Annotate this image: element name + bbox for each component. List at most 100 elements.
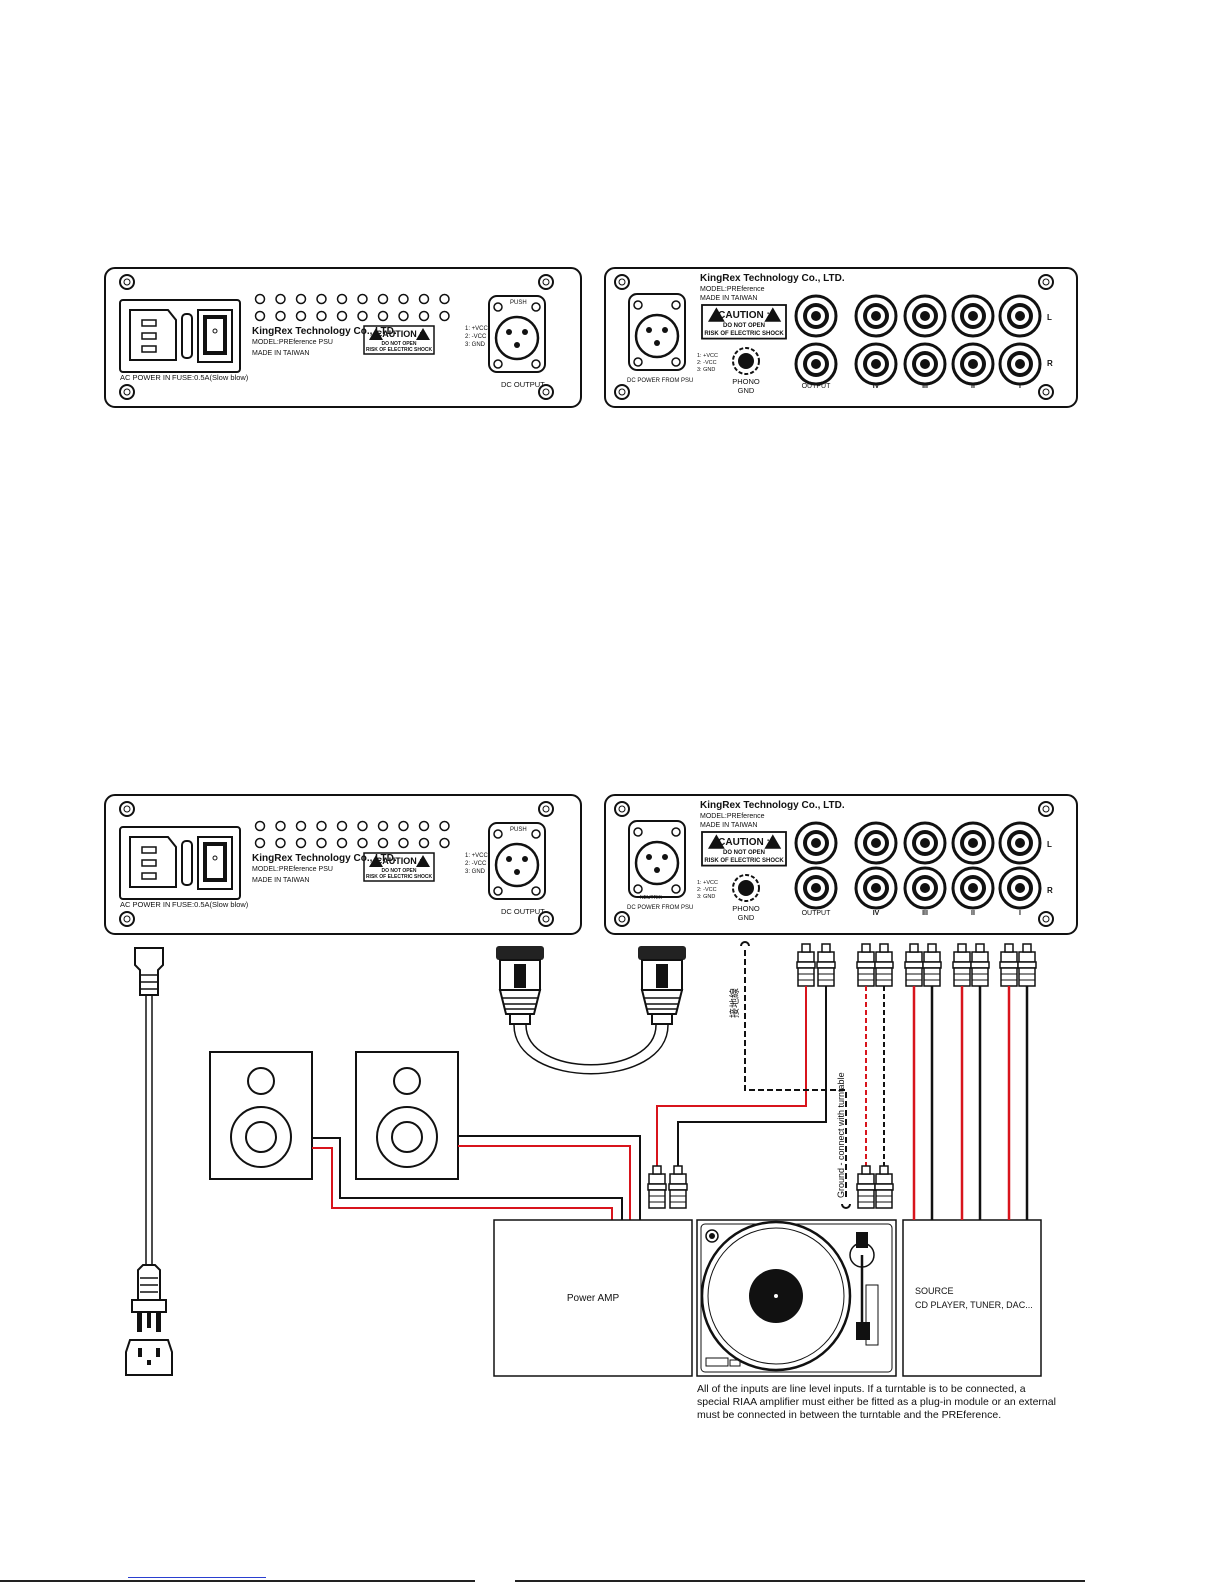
vent-hole	[316, 837, 327, 849]
rca-output-jack	[794, 821, 838, 865]
phono-gnd-terminal	[732, 347, 760, 375]
vent-holes	[254, 293, 450, 322]
panel-screw	[614, 801, 1054, 927]
vent-hole	[316, 310, 327, 322]
wall-outlet	[125, 1339, 173, 1376]
source-label: SOURCE	[915, 1286, 954, 1296]
model-label: MODEL:PREference	[700, 286, 765, 293]
vent-hole	[254, 310, 266, 322]
preamp-rear-panel-bottom: NEUTRIK 1: +VCC 2: -VCC 3: GND DC POWER …	[604, 794, 1078, 935]
input-label: II	[971, 383, 975, 390]
source-devices-label: CD PLAYER, TUNER, DAC...	[915, 1300, 1033, 1310]
phono-gnd-terminal	[732, 874, 760, 902]
xlr-dc-output-socket	[487, 821, 547, 901]
panel-screw	[614, 274, 1054, 400]
caution-badge: CAUTION : DO NOT OPEN RISK OF ELECTRIC S…	[363, 325, 435, 355]
vent-hole	[254, 837, 266, 849]
xlr-push-label: PUSH	[510, 827, 527, 833]
input-label: III	[922, 383, 928, 390]
rca-input-jack	[854, 821, 898, 865]
panel-screw	[119, 274, 554, 400]
vent-hole	[295, 293, 307, 305]
vent-hole	[398, 820, 409, 832]
made-in-label: MADE IN TAIWAN	[700, 822, 757, 829]
turntable-box	[696, 1219, 897, 1377]
vent-hole	[275, 820, 286, 832]
speaker-right	[355, 1051, 459, 1180]
vent-hole	[398, 293, 409, 305]
made-in-label: MADE IN TAIWAN	[252, 877, 309, 884]
pin-legend: 2: -VCC	[697, 360, 717, 366]
xlr-dc-cable	[495, 945, 687, 1075]
vent-hole	[398, 837, 409, 849]
brand-label: KingRex Technology Co., LTD.	[700, 273, 845, 284]
svg-text:DO NOT OPEN: DO NOT OPEN	[723, 323, 765, 329]
vent-hole	[418, 293, 430, 305]
vent-hole	[295, 820, 307, 832]
vent-hole	[418, 310, 430, 322]
xlr-push-label: PUSH	[510, 300, 527, 306]
brand-label: KingRex Technology Co., LTD.	[700, 800, 845, 811]
mains-power-cable	[131, 947, 167, 1332]
vent-hole	[336, 310, 348, 322]
dc-power-label: DC POWER FROM PSU	[627, 378, 693, 384]
fuse-label: FUSE:0.5A(Slow blow)	[172, 373, 249, 382]
svg-text:RISK OF ELECTRIC SHOCK: RISK OF ELECTRIC SHOCK	[704, 331, 784, 337]
channel-right-label: R	[1047, 886, 1053, 895]
channel-left-label: L	[1047, 313, 1052, 322]
vent-hole	[398, 310, 409, 322]
vent-hole	[336, 293, 348, 305]
rca-input-jack	[903, 342, 947, 386]
vent-hole	[295, 837, 307, 849]
rca-input-jack	[998, 821, 1042, 865]
channel-left-label: L	[1047, 840, 1052, 849]
preamp-rear-panel-top: 1: +VCC 2: -VCC 3: GND DC POWER FROM PSU…	[604, 267, 1078, 408]
footer-rule	[515, 1580, 1085, 1582]
vent-hole	[439, 820, 450, 832]
panel-screw	[119, 801, 554, 927]
xlr-dc-output-socket	[487, 294, 547, 374]
vent-hole	[357, 820, 368, 832]
vent-hole	[377, 310, 389, 322]
svg-text:RISK OF ELECTRIC SHOCK: RISK OF ELECTRIC SHOCK	[366, 347, 433, 353]
turntable-note: All of the inputs are line level inputs.…	[697, 1383, 1056, 1421]
pin-legend: 1: +VCC	[465, 326, 489, 332]
caution-badge: CAUTION : DO NOT OPEN RISK OF ELECTRIC S…	[701, 831, 787, 867]
svg-text:CAUTION :: CAUTION :	[718, 310, 770, 321]
pin-legend: 2: -VCC	[465, 334, 487, 340]
footer-link-underline[interactable]	[128, 1577, 266, 1578]
vent-hole	[377, 837, 389, 849]
rca-input-jack	[903, 294, 947, 338]
vent-hole	[357, 310, 368, 322]
power-amp-label: Power AMP	[567, 1293, 620, 1304]
vent-hole	[316, 820, 327, 832]
svg-text:CAUTION :: CAUTION :	[376, 329, 423, 339]
svg-text:CAUTION :: CAUTION :	[718, 837, 770, 848]
output-label: OUTPUT	[802, 910, 832, 917]
rca-input-jack	[998, 294, 1042, 338]
vent-hole	[418, 837, 430, 849]
rca-output-jack	[794, 342, 838, 386]
rca-input-jack	[903, 866, 947, 910]
vent-hole	[439, 837, 450, 849]
vent-hole	[336, 820, 348, 832]
channel-right-label: R	[1047, 359, 1053, 368]
vent-hole	[336, 837, 348, 849]
vent-hole	[439, 310, 450, 322]
rca-input-jack	[854, 342, 898, 386]
vent-hole	[377, 293, 389, 305]
dc-power-label: DC POWER FROM PSU	[627, 905, 693, 911]
gnd-label: GND	[738, 386, 755, 395]
footer-rule	[0, 1580, 475, 1582]
input-label: IV	[873, 910, 880, 917]
output-label: OUTPUT	[802, 383, 832, 390]
caution-badge: CAUTION : DO NOT OPEN RISK OF ELECTRIC S…	[701, 304, 787, 340]
ac-power-label: AC POWER IN	[120, 900, 170, 909]
pin-legend: 3: GND	[465, 869, 486, 875]
source-box: SOURCE CD PLAYER, TUNER, DAC...	[902, 1219, 1042, 1377]
vent-hole	[275, 837, 286, 849]
input-label: II	[971, 910, 975, 917]
rca-input-jack	[951, 821, 995, 865]
dc-output-label: DC OUTPUT	[501, 380, 545, 389]
model-label: MODEL:PREference	[700, 813, 765, 820]
